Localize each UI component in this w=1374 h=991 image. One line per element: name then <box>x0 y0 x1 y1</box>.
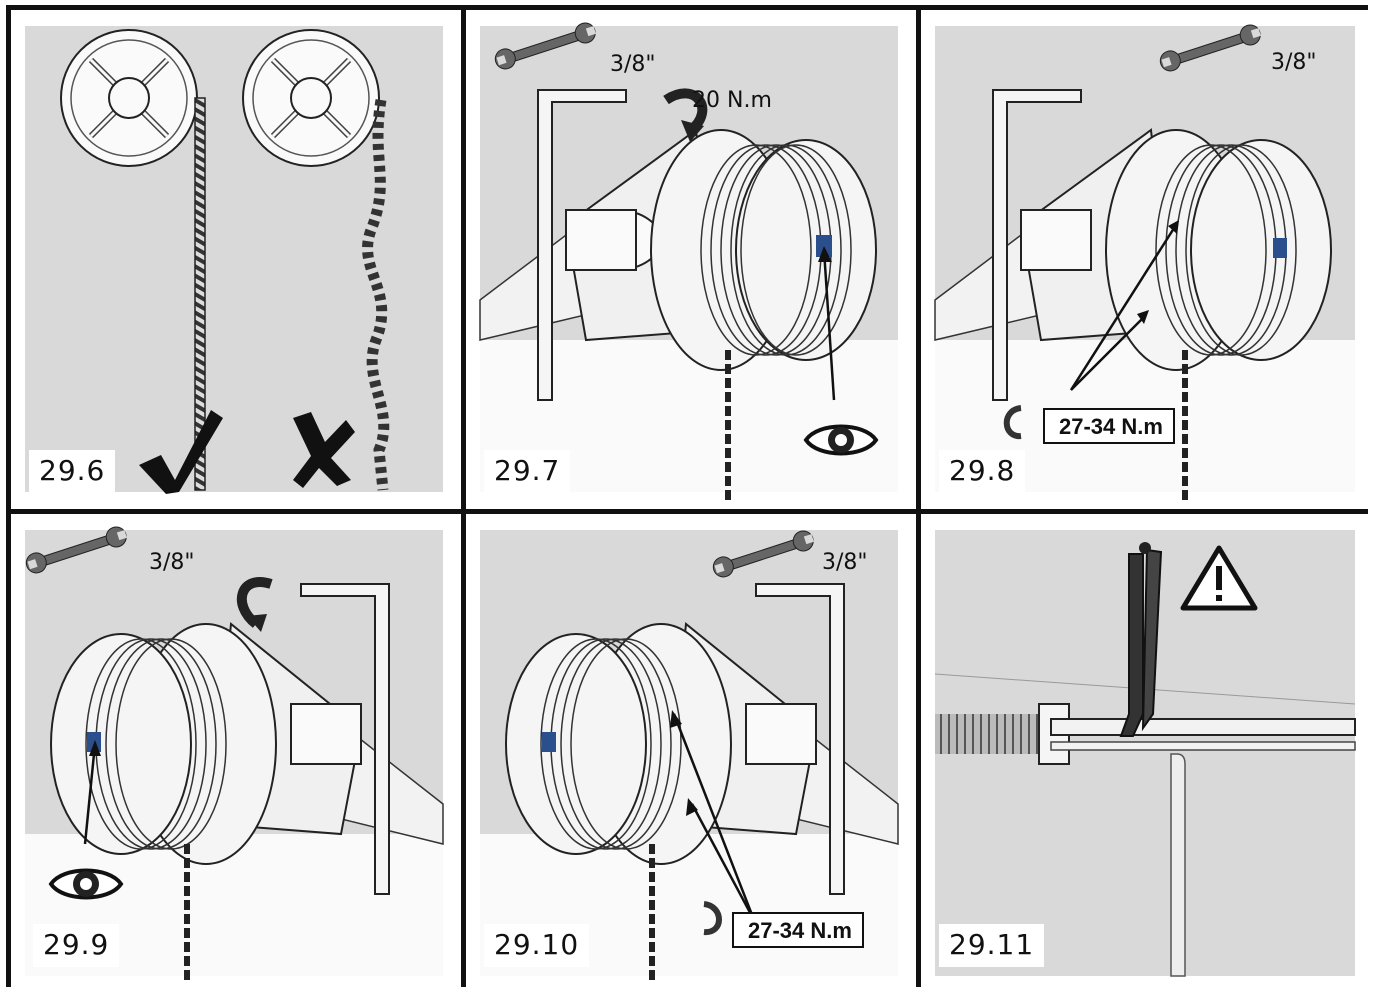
opposite-side-torque-illustration <box>11 514 461 987</box>
wrench-size: 3/8" <box>610 52 656 77</box>
torque-box: 27-34 N.m <box>732 912 864 948</box>
wrench-size: 3/8" <box>149 550 195 575</box>
instruction-grid: 29.6 <box>6 5 1368 987</box>
torque-spring-illustration <box>466 10 916 509</box>
panel-29-8: 3/8" 27-34 N.m 29.8 <box>921 10 1373 509</box>
cable-comparison-illustration <box>11 10 461 509</box>
panel-29-10: 3/8" 27-34 N.m 29.10 <box>466 514 916 987</box>
step-label: 29.9 <box>33 924 119 967</box>
panel-29-6: 29.6 <box>11 10 461 509</box>
wrench-size: 3/8" <box>1271 50 1317 75</box>
panel-29-9: 3/8" 29.9 <box>11 514 461 987</box>
spring-shaft-pliers-illustration <box>921 514 1373 987</box>
wrench-size: 3/8" <box>822 550 868 575</box>
step-label: 29.10 <box>484 924 589 967</box>
step-label: 29.11 <box>939 924 1044 967</box>
panel-29-11: 29.11 <box>921 514 1373 987</box>
eye-icon <box>51 871 121 898</box>
step-label: 29.8 <box>939 450 1025 493</box>
panel-29-7: 3/8" 20 N.m 29.7 <box>466 10 916 509</box>
eye-icon <box>806 427 876 454</box>
step-label: 29.7 <box>484 450 570 493</box>
torque-box: 27-34 N.m <box>1043 408 1175 444</box>
step-label: 29.6 <box>29 450 115 493</box>
torque-value: 20 N.m <box>692 88 772 113</box>
